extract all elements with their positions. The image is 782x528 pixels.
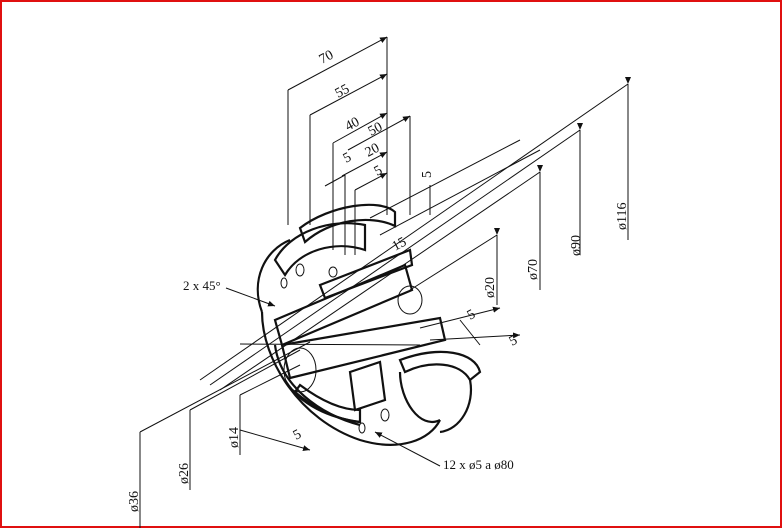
dim-5a: 5 [341,150,354,167]
dim-20: 20 [363,141,382,161]
lower-diameter-lines [139,341,421,528]
axial-dimension-lines [287,36,541,255]
diameter-labels: ø116 ø90 ø70 ø20 5 5 [465,203,630,350]
dim-15: 15 [390,235,409,255]
dim-70: 70 [317,48,336,68]
dim-40: 40 [343,115,362,135]
chamfer-note: 2 x 45° [183,278,221,293]
lower-diameter-labels: ø14 ø26 ø36 5 [127,427,304,512]
dim-5f: 5 [291,427,304,444]
dim-dia90: ø90 [569,235,584,256]
dim-dia70: ø70 [526,259,541,280]
dim-5b: 5 [372,163,385,180]
diameter-dimension-lines [199,77,631,391]
dim-dia116: ø116 [615,203,630,230]
dim-5c: 5 [420,171,435,178]
coupling-body [256,203,482,446]
dim-50: 50 [366,120,385,140]
dim-55: 55 [333,82,352,102]
dim-dia26: ø26 [177,463,192,484]
dim-5d: 5 [465,307,478,324]
dim-dia20: ø20 [483,277,498,298]
holes-note: 12 x ø5 a ø80 [443,457,514,472]
annotations: 2 x 45° 12 x ø5 a ø80 [183,278,514,472]
dim-dia36: ø36 [127,491,142,512]
dim-dia14: ø14 [227,427,242,448]
